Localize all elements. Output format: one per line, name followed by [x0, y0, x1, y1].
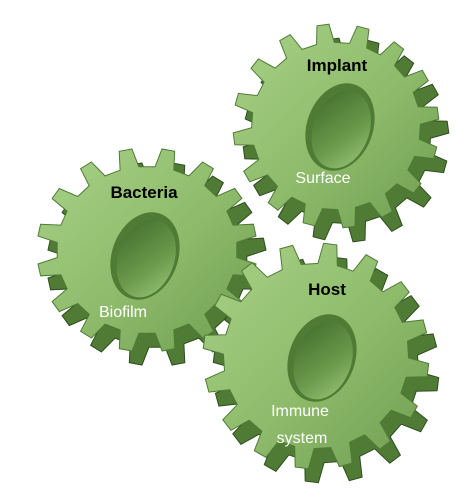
gear-bacteria-title: Bacteria	[110, 183, 178, 202]
gear-host-subtitle-line1: Immune	[271, 403, 329, 420]
gear-bacteria-subtitle: Biofilm	[99, 304, 147, 321]
gear-host-subtitle-line2: system	[277, 430, 328, 447]
gear-implant-title: Implant	[307, 56, 368, 75]
gear-implant-subtitle: Surface	[295, 170, 350, 187]
gear-host-title: Host	[308, 280, 346, 299]
gear-implant: Implant Surface	[233, 24, 449, 242]
